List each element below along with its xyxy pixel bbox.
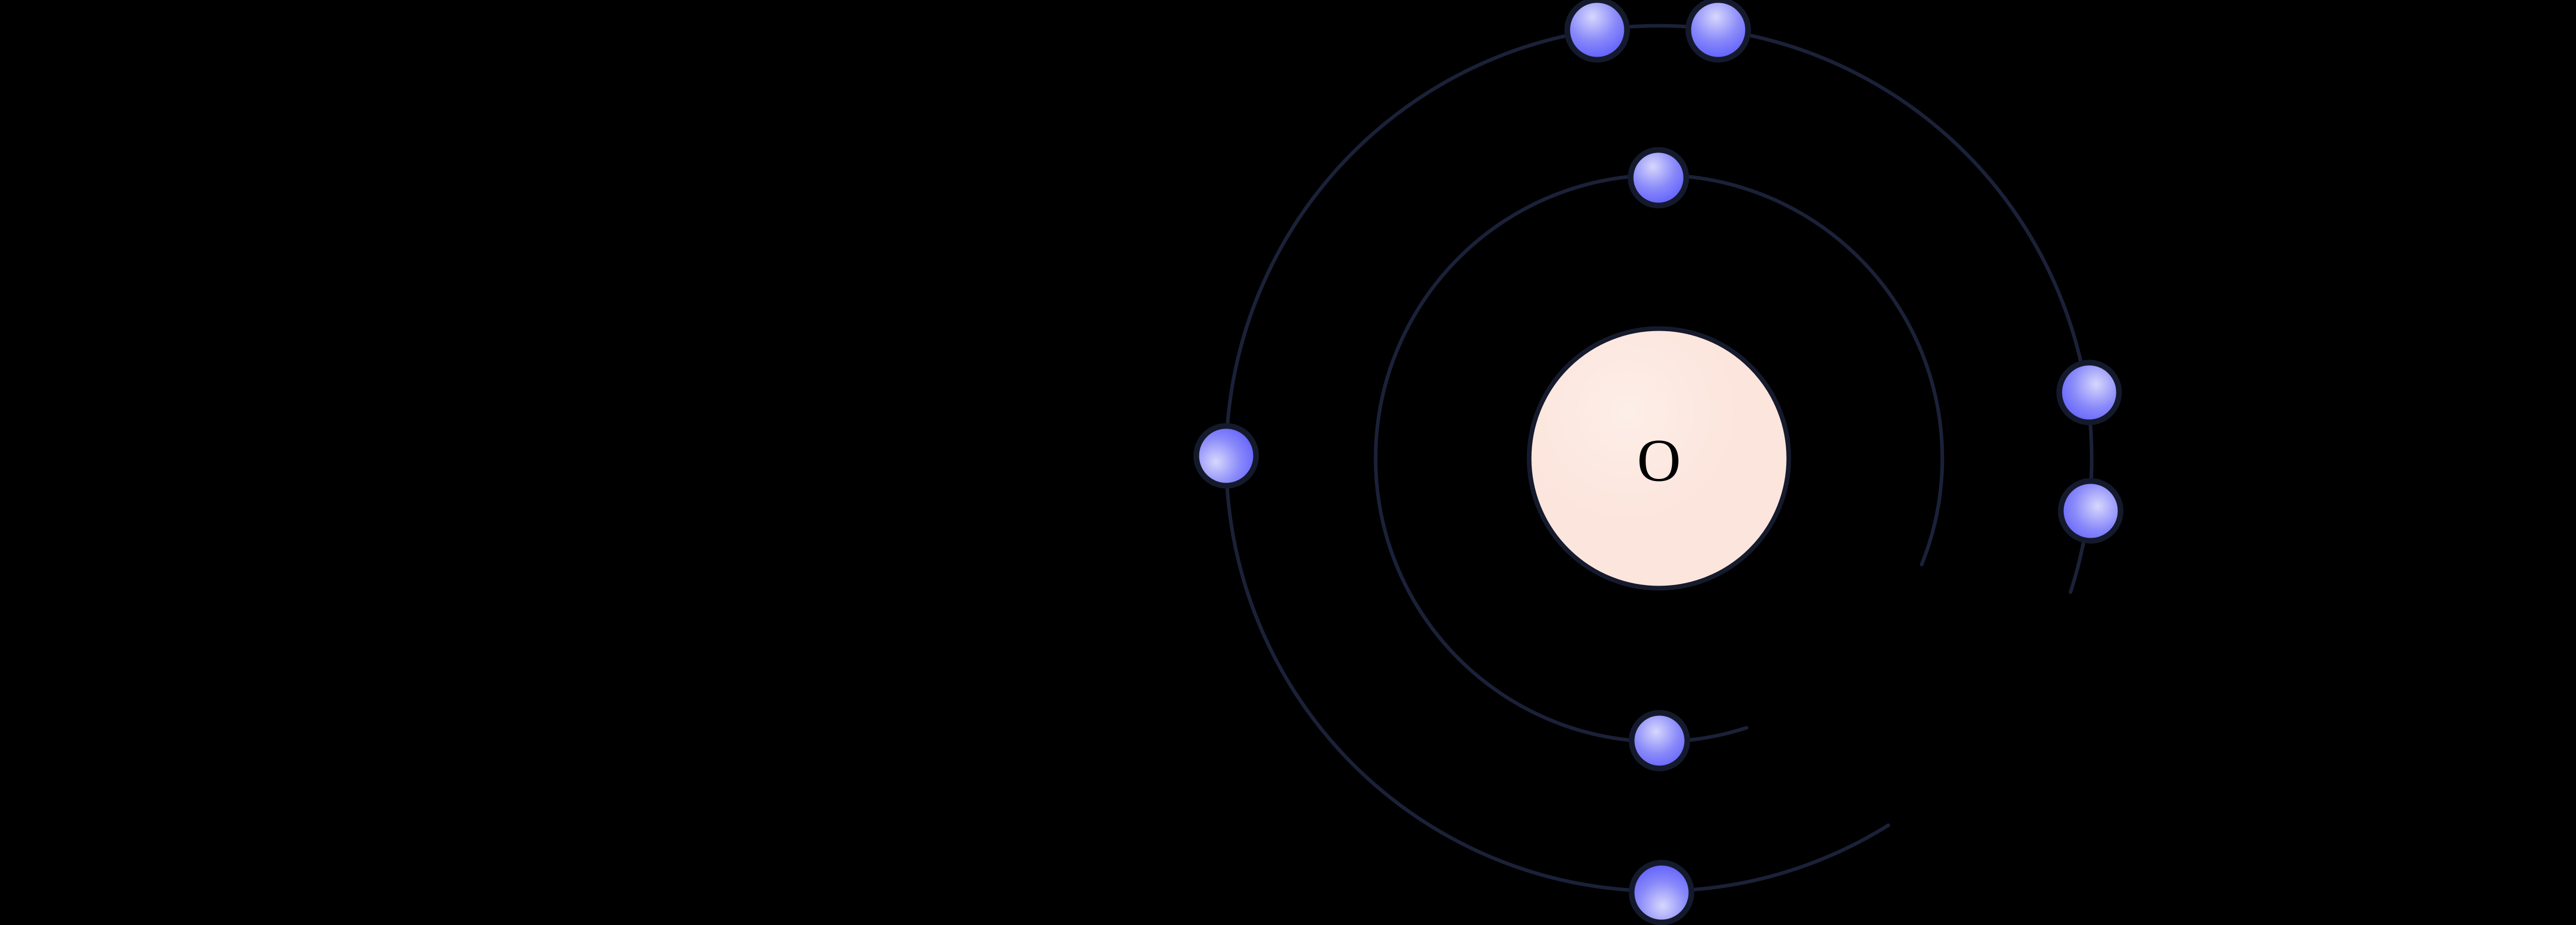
electrons-group	[1193, 0, 2124, 925]
nucleus-group: O	[1527, 326, 1791, 591]
nucleus-circle	[1527, 326, 1791, 591]
electron-e5	[1193, 423, 1259, 489]
electron-e7	[2058, 478, 2124, 544]
nucleus-element-symbol: O	[1637, 427, 1681, 494]
electron-e2	[1629, 710, 1690, 772]
orbit-rings-group	[1224, 24, 2094, 893]
electron-e3	[1564, 0, 1630, 63]
electron-e4	[1685, 0, 1751, 63]
electron-e1	[1628, 147, 1689, 209]
orbit-ring-inner-shell	[1374, 173, 1944, 744]
electron-e6	[2056, 359, 2122, 425]
orbit-ring-outer-shell	[1224, 24, 2094, 893]
electron-e8	[1629, 860, 1694, 925]
